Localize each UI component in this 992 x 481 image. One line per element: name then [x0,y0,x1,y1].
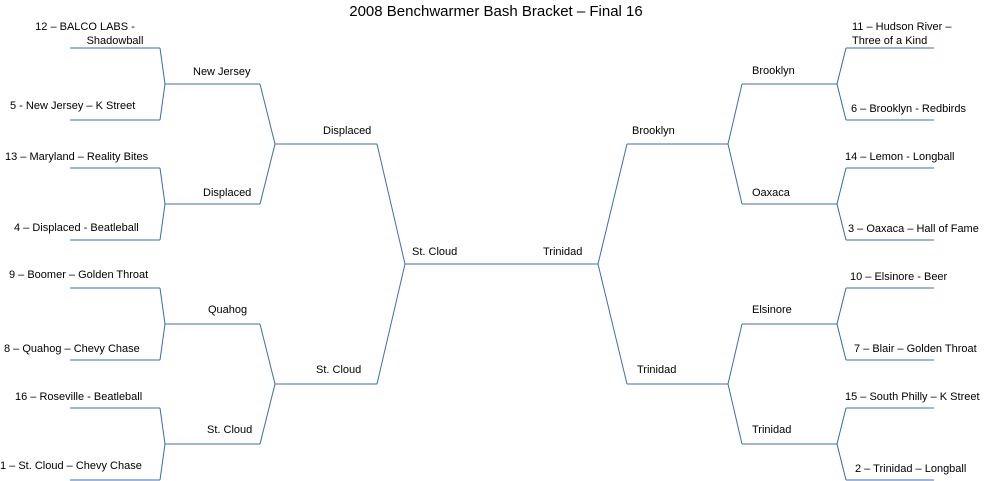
right-r1-team-1-line2: Three of a Kind [852,35,928,47]
right-r2-connector [727,143,743,205]
left-r1-team-1-line1: 12 – BALCO LABS - [35,21,135,33]
right-r2-team-4: Trinidad [752,424,792,436]
left-r3-connector [376,263,406,385]
right-r2-connector [727,83,743,145]
right-r1-team-1: 11 – Hudson River – Three of a Kind [852,20,951,48]
left-r3-team-1: Displaced [323,125,372,137]
left-r1-connector [159,167,166,205]
left-r1-connector [159,47,166,85]
left-r2-connector [259,383,276,445]
right-r3-team-2: Trinidad [637,364,677,376]
left-r1-team-5: 9 – Boomer – Golden Throat [9,269,149,281]
right-r3-team-1: Brooklyn [632,125,675,137]
left-r1-team-1-line2: Shadowball [86,35,144,47]
right-r1-team-5: 10 – Elsinore - Beer [850,271,948,283]
left-r1-connector [159,443,166,481]
right-r1-connector [836,443,847,481]
right-r1-team-7: 15 – South Philly – K Street [845,391,980,403]
right-r1-team-2: 6 – Brooklyn - Redbirds [851,103,966,115]
left-r2-connector [259,323,276,385]
left-r1-connector [159,203,166,241]
right-r2-connector [727,323,743,385]
right-r2-team-1: Brooklyn [752,65,795,77]
left-r2-team-1: New Jersey [193,66,251,78]
right-r1-team-3: 14 – Lemon - Longball [845,151,955,163]
right-r1-connector [836,47,847,85]
left-r2-team-2: Displaced [203,187,252,199]
right-r1-team-6: 7 – Blair – Golden Throat [854,343,977,355]
bracket-title: 2008 Benchwarmer Bash Bracket – Final 16 [349,3,643,20]
left-r1-team-3: 13 – Maryland – Reality Bites [5,151,149,163]
right-r1-team-4: 3 – Oaxaca – Hall of Fame [848,223,979,235]
left-r2-connector [259,83,276,145]
left-r1-connector [159,287,166,325]
left-r3-connector [376,143,406,265]
right-r1-connector [836,83,847,121]
left-r2-team-3: Quahog [208,304,248,316]
right-r1-connector [836,287,847,325]
left-r1-team-1: 12 – BALCO LABS - Shadowball [10,20,160,48]
left-r1-team-4: 4 – Displaced - Beatleball [14,222,139,234]
right-r1-team-8: 2 – Trinidad – Longball [855,463,967,475]
right-r1-connector [836,323,847,361]
left-finalist: St. Cloud [412,246,458,258]
left-r3-team-2: St. Cloud [316,364,362,376]
left-r1-team-6: 8 – Quahog – Chevy Chase [4,343,140,355]
left-r2-connector [259,143,276,205]
left-r2-team-4: St. Cloud [207,424,253,436]
right-r1-connector [836,407,847,445]
right-r1-connector [836,167,847,205]
right-r1-connector [836,203,847,241]
right-r1-team-1-line1: 11 – Hudson River – [852,21,952,33]
right-finalist: Trinidad [543,246,583,258]
right-r2-connector [727,383,743,445]
right-r2-team-3: Elsinore [752,304,792,316]
right-r3-connector [597,263,628,385]
left-r1-connector [159,83,166,121]
left-r1-team-2: 5 - New Jersey – K Street [10,100,136,112]
left-r1-team-7: 16 – Roseville - Beatleball [15,391,143,403]
left-r1-team-8: 1 – St. Cloud – Chevy Chase [0,460,142,472]
left-r1-connector [159,323,166,361]
right-r3-connector [597,143,628,265]
left-r1-connector [159,407,166,445]
right-r2-team-2: Oaxaca [752,187,790,199]
